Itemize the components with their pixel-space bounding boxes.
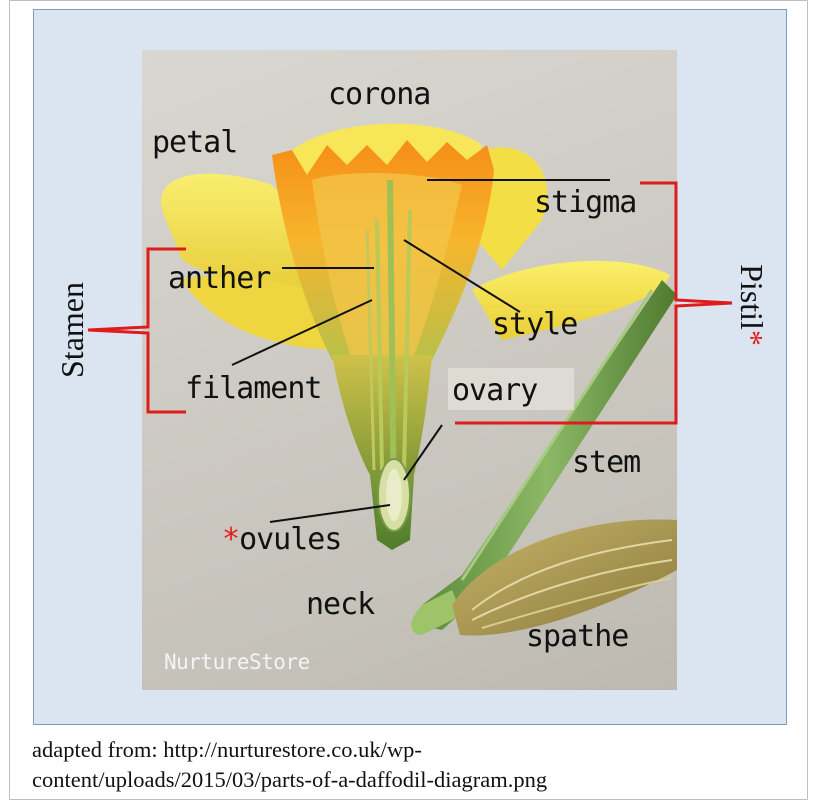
ovules-label: *ovules (222, 525, 341, 555)
ovules-asterisk: * (222, 522, 239, 557)
stem-label: stem (572, 448, 640, 478)
caption-line-1: adapted from: http://nurturestore.co.uk/… (32, 735, 792, 765)
neck-label: neck (306, 590, 374, 620)
stigma-label: stigma (534, 188, 636, 218)
source-caption: adapted from: http://nurturestore.co.uk/… (32, 735, 792, 795)
ovary-label: ovary (452, 376, 537, 406)
corona-label: corona (328, 80, 430, 110)
filament-label: filament (185, 374, 322, 404)
pistil-text: Pistil (734, 264, 770, 330)
watermark: NurtureStore (164, 650, 310, 674)
spathe-label: spathe (526, 622, 628, 652)
caption-line-2: content/uploads/2015/03/parts-of-a-daffo… (32, 765, 792, 795)
pistil-group-label: Pistil* (736, 264, 768, 346)
stamen-group-label: Stamen (56, 282, 88, 378)
pistil-asterisk: * (734, 330, 770, 346)
anther-label: anther (168, 264, 270, 294)
ovules-text: ovules (239, 522, 341, 557)
petal-label: petal (152, 128, 237, 158)
ovules-pointer-line (270, 505, 390, 522)
style-label: style (492, 310, 577, 340)
